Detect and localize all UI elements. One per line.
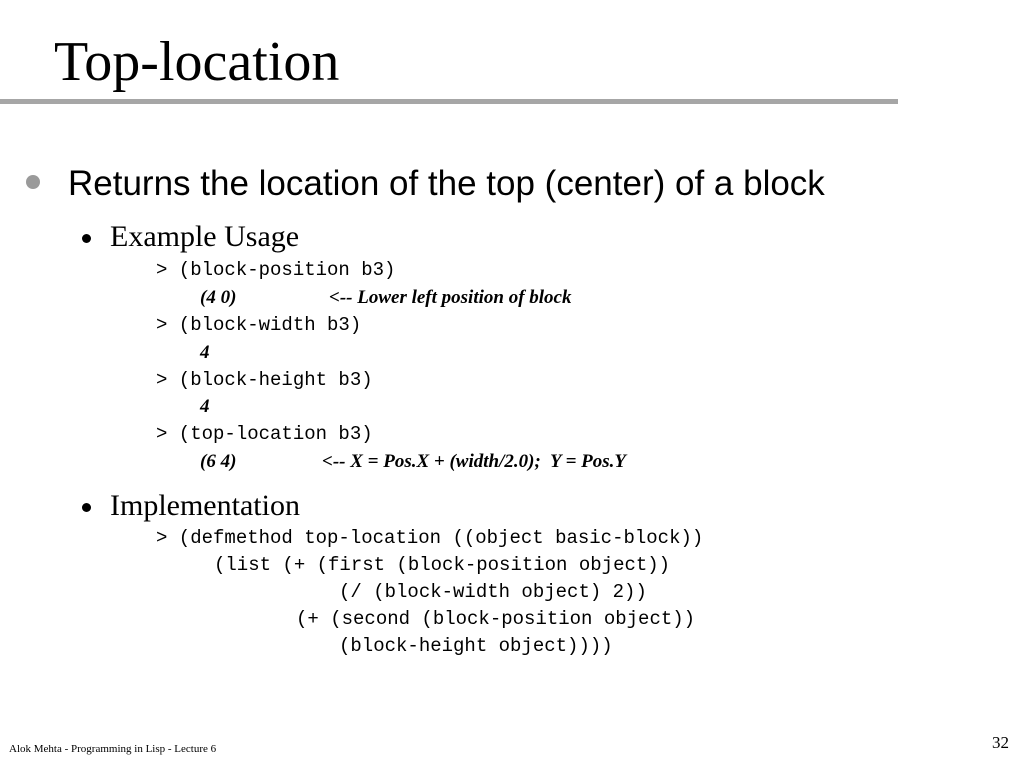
bullet-dot-icon (82, 503, 91, 512)
result-comment: <-- Lower left position of block (329, 287, 572, 308)
code-line: (+ (second (block-position object)) (296, 608, 696, 630)
code-line: > (block-position b3) (156, 259, 396, 281)
main-bullet-text: Returns the location of the top (center)… (68, 164, 825, 203)
slide-title: Top-location (54, 31, 340, 93)
implementation-heading: Implementation (110, 489, 300, 522)
result-comment: <-- X = Pos.X + (width/2.0); Y = Pos.Y (322, 451, 627, 472)
code-line: > (block-width b3) (156, 314, 362, 336)
result-value: 4 (200, 396, 210, 417)
result-value: 4 (200, 342, 210, 363)
page-number: 32 (992, 733, 1009, 752)
result-value: (6 4) (200, 451, 237, 472)
code-line: (list (+ (first (block-position object)) (214, 554, 671, 576)
footer-author: Alok Mehta - Programming in Lisp - Lectu… (9, 743, 217, 755)
code-line: > (defmethod top-location ((object basic… (156, 527, 704, 549)
bullet-dot-icon (26, 175, 40, 189)
code-line: (/ (block-width object) 2)) (339, 581, 647, 603)
bullet-dot-icon (82, 234, 91, 243)
code-line: > (block-height b3) (156, 369, 373, 391)
code-line: > (top-location b3) (156, 423, 373, 445)
example-usage-heading: Example Usage (110, 220, 300, 253)
title-underline (0, 99, 898, 104)
code-line: (block-height object)))) (339, 635, 613, 657)
result-value: (4 0) (200, 287, 237, 308)
